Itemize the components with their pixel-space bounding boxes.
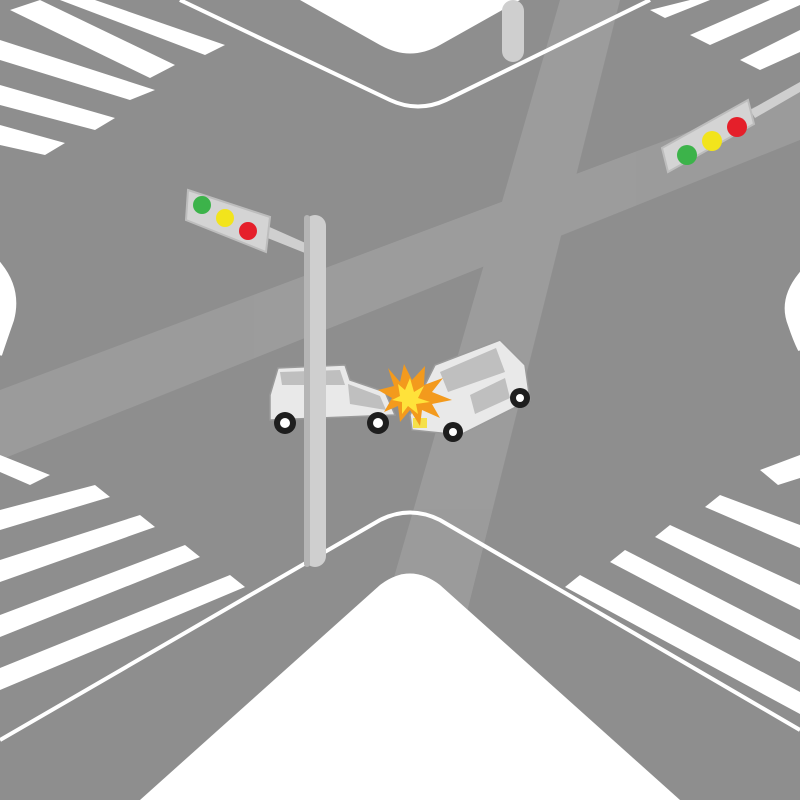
lamp-red-icon	[727, 117, 747, 137]
sidewalk-bottom	[140, 573, 680, 800]
crosswalk-top-right	[650, 0, 800, 70]
car-icon	[269, 364, 397, 434]
lamp-yellow-icon	[702, 131, 722, 151]
crosswalk-top-left	[0, 0, 225, 155]
car-icon	[409, 339, 531, 442]
crosswalk-bottom-left	[0, 455, 245, 690]
utility-pole-icon	[304, 215, 326, 567]
curb-top	[179, 0, 651, 109]
utility-pole-icon	[502, 0, 524, 62]
collision-burst-icon	[378, 364, 452, 426]
traffic-light-icon	[660, 82, 800, 174]
sidewalk-top	[300, 0, 520, 54]
curb-bottom	[0, 510, 800, 742]
curb-left	[0, 261, 17, 356]
lamp-red-icon	[239, 222, 257, 240]
traffic-light-icon	[184, 188, 310, 255]
crosswalk-bottom-right	[565, 455, 800, 714]
lamp-yellow-icon	[216, 209, 234, 227]
lamp-green-icon	[193, 196, 211, 214]
lamp-green-icon	[677, 145, 697, 165]
curb-right	[784, 271, 800, 351]
